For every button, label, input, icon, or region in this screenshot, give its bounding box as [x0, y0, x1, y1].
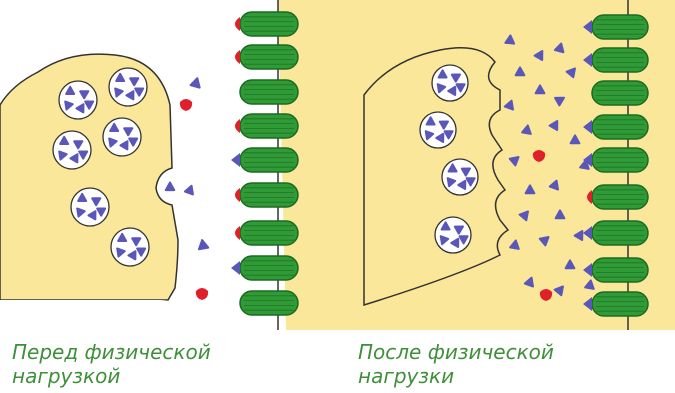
synaptic-vesicle: [432, 65, 468, 101]
red-molecule-body: [196, 288, 208, 300]
receptor-body: [240, 291, 298, 315]
neurotransmitter-molecule: [197, 239, 208, 249]
receptor-body: [240, 114, 298, 138]
receptor: [235, 45, 298, 69]
bound-red-molecule: [235, 119, 240, 133]
vesicle-membrane: [109, 68, 147, 106]
receptor-body: [592, 15, 648, 39]
vesicle-membrane: [59, 81, 97, 119]
vesicle-membrane: [71, 188, 109, 226]
neurotransmitter-molecule: [191, 77, 202, 88]
vesicle-membrane: [53, 131, 91, 169]
synaptic-vesicle: [111, 228, 149, 266]
receptor-body: [592, 258, 648, 282]
terminal-base: [0, 300, 168, 330]
synaptic-vesicle: [53, 131, 91, 169]
bound-red-molecule: [235, 188, 240, 202]
bound-red-molecule: [235, 226, 240, 240]
synaptic-vesicle: [109, 68, 147, 106]
receptor: [235, 183, 298, 207]
receptor-body: [240, 148, 298, 172]
receptor-body: [240, 12, 298, 36]
synaptic-vesicle: [420, 112, 456, 148]
receptor: [235, 221, 298, 245]
receptor-body: [592, 81, 648, 105]
synaptic-vesicle: [71, 188, 109, 226]
receptor-body: [592, 292, 648, 316]
bound-red-molecule: [235, 50, 240, 64]
receptor-body: [240, 256, 298, 280]
caption-before-line1: Перед физической: [12, 340, 211, 364]
receptor-body: [592, 115, 648, 139]
receptor-body: [240, 183, 298, 207]
receptor: [592, 81, 648, 105]
synaptic-vesicle: [103, 118, 141, 156]
receptor-body: [240, 221, 298, 245]
receptor-body: [240, 80, 298, 104]
caption-before-line2: нагрузкой: [12, 364, 211, 388]
panel-before-exercise: [0, 0, 675, 330]
red-molecule: [180, 99, 192, 111]
receptor-body: [240, 45, 298, 69]
neurotransmitter-molecule: [185, 184, 196, 194]
vesicle-membrane: [111, 228, 149, 266]
synaptic-vesicle: [435, 217, 471, 253]
bound-neurotransmitter: [231, 261, 240, 275]
vesicle-membrane: [435, 217, 471, 253]
red-molecule-body: [180, 99, 192, 111]
receptor-body: [592, 221, 648, 245]
neurotransmitter-molecule: [166, 183, 175, 191]
receptor-body: [592, 148, 648, 172]
vesicle-membrane: [432, 65, 468, 101]
bound-red-molecule: [235, 17, 240, 31]
receptor: [235, 114, 298, 138]
receptor-body: [592, 185, 648, 209]
caption-after-line2: нагрузки: [358, 364, 554, 388]
caption-before-exercise: Перед физической нагрузкой: [12, 340, 211, 388]
caption-after-exercise: После физической нагрузки: [358, 340, 554, 388]
synaptic-vesicle: [59, 81, 97, 119]
synaptic-vesicle: [442, 159, 478, 195]
caption-after-line1: После физической: [358, 340, 554, 364]
red-molecule: [196, 288, 208, 300]
vesicle-membrane: [420, 112, 456, 148]
receptor-body: [592, 48, 648, 72]
receptor: [231, 256, 298, 280]
receptor: [235, 12, 298, 36]
vesicle-membrane: [103, 118, 141, 156]
receptor: [587, 185, 648, 209]
vesicle-membrane: [442, 159, 478, 195]
receptor: [231, 148, 298, 172]
receptor: [240, 291, 298, 315]
receptor: [240, 80, 298, 104]
bound-neurotransmitter: [231, 153, 240, 167]
